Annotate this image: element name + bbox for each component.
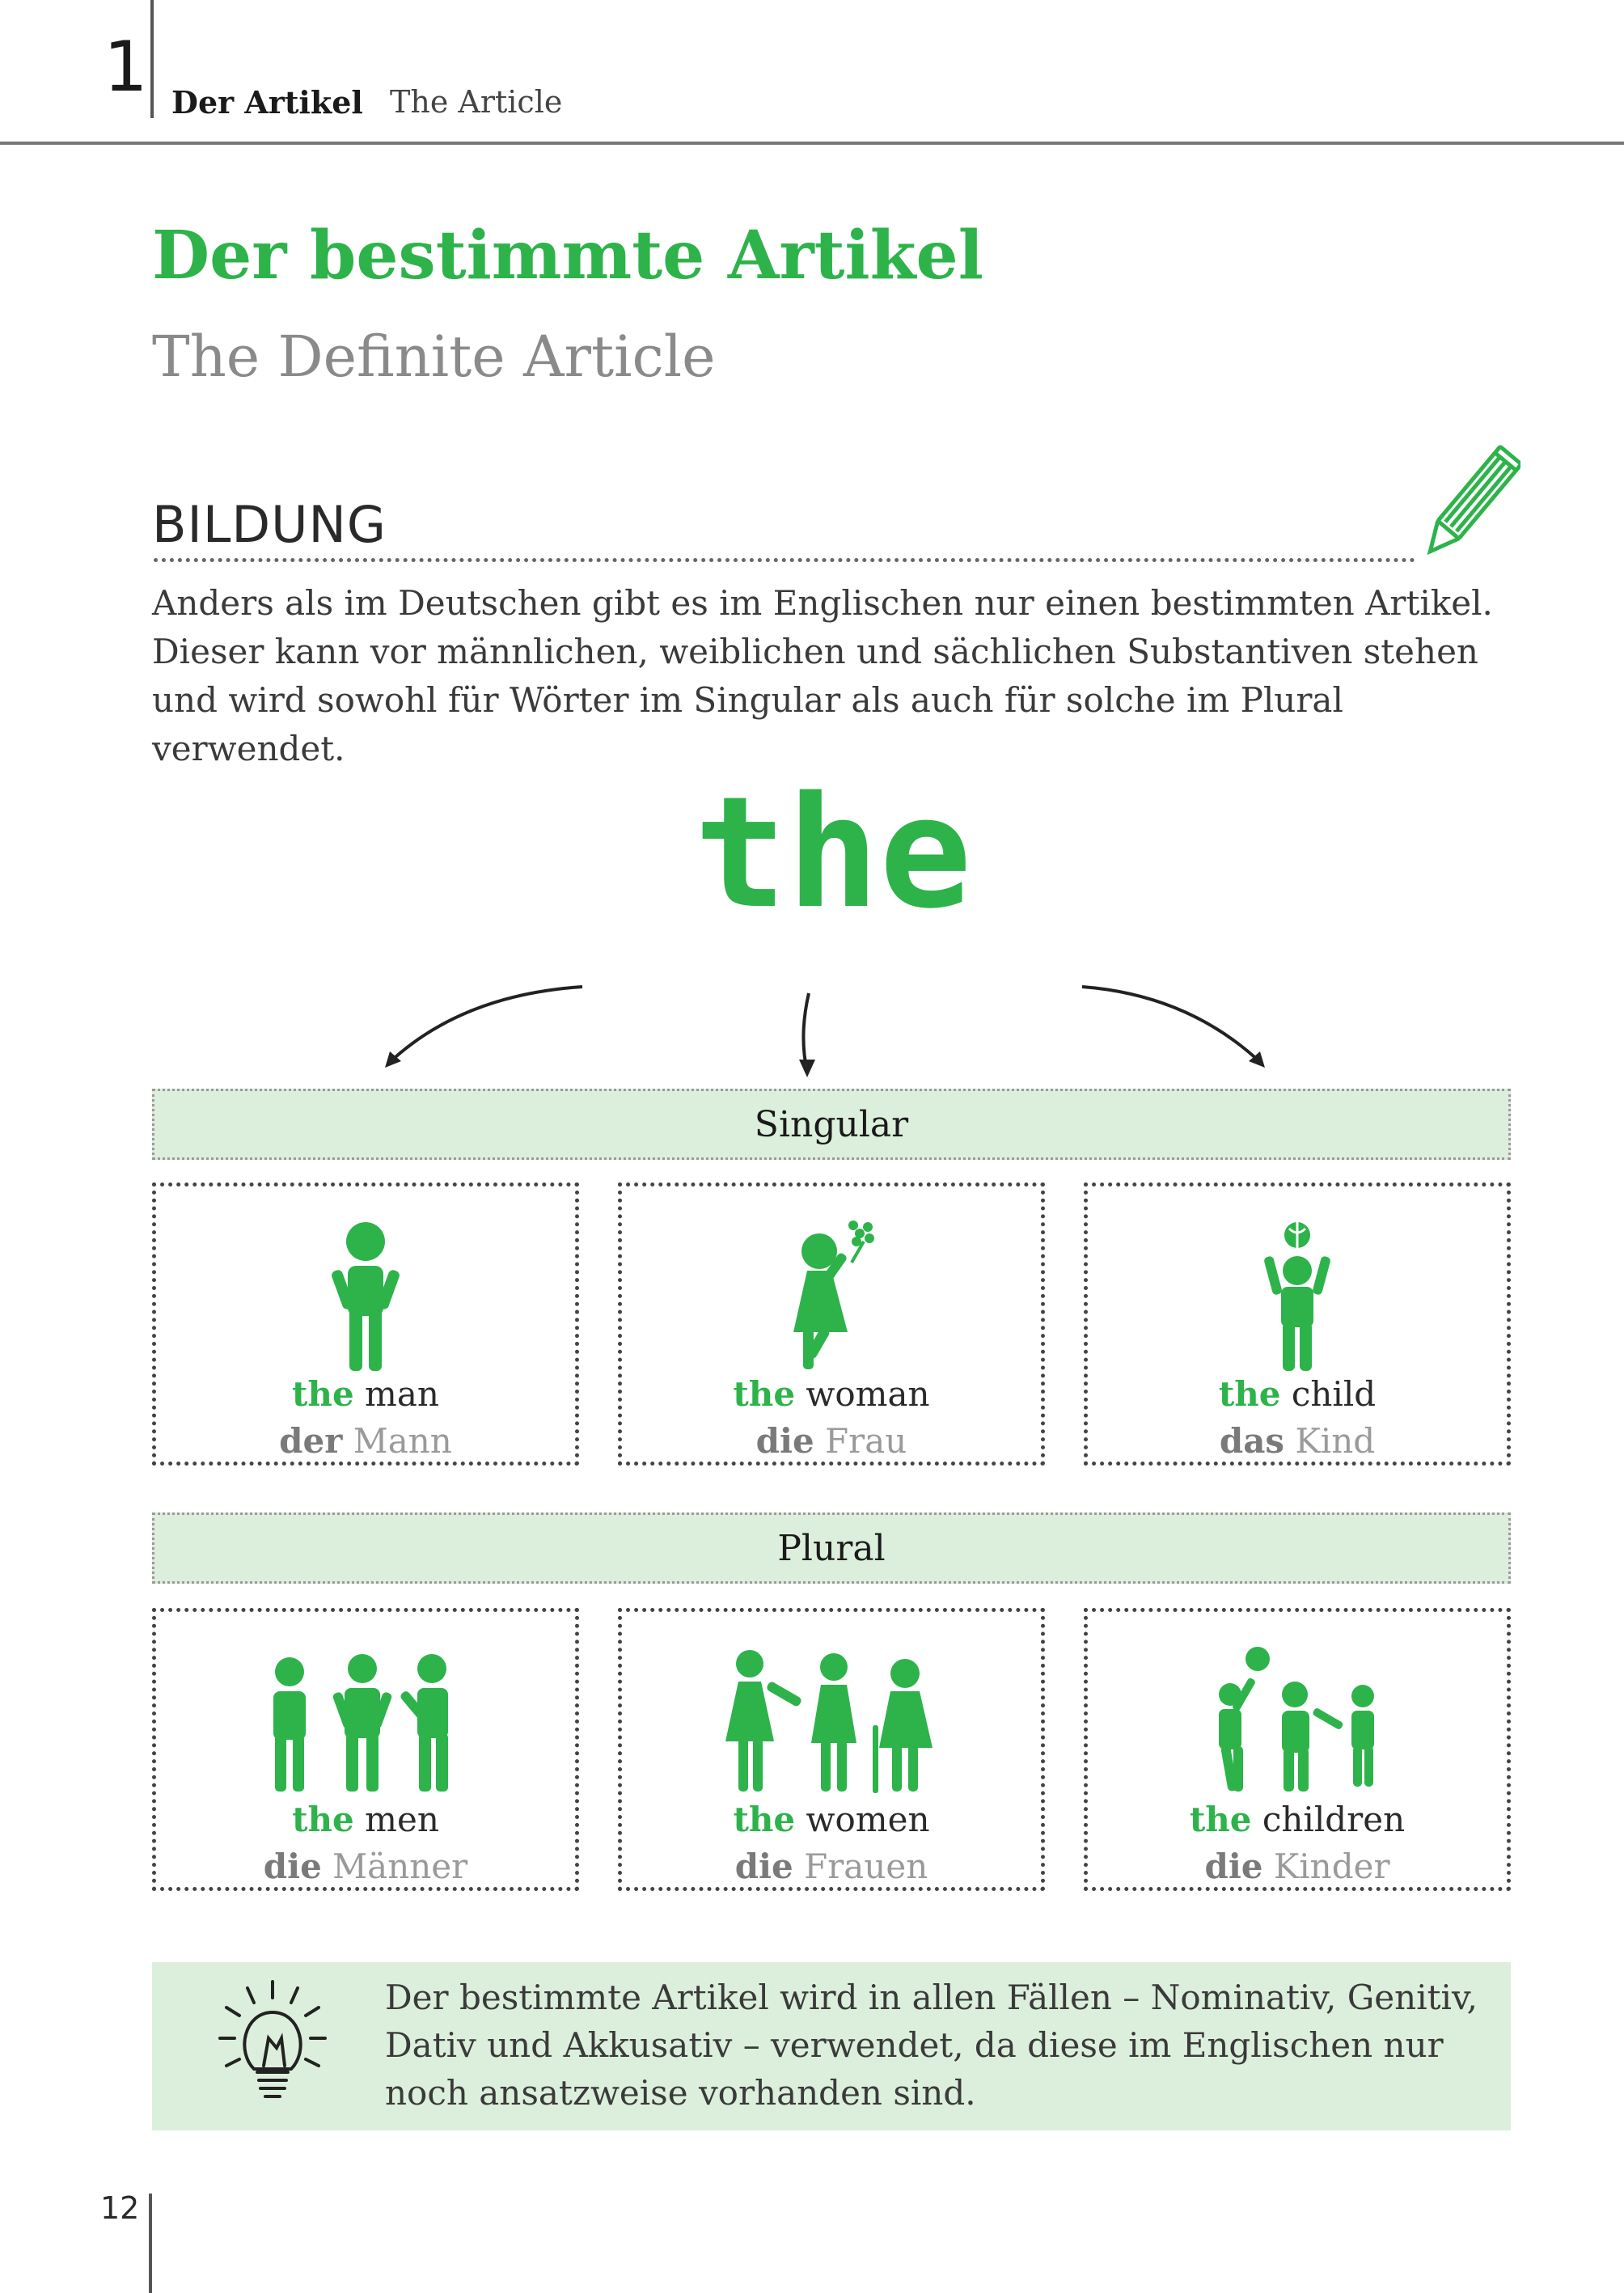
german-phrase: der Mann — [156, 1421, 575, 1461]
noun-de: Frauen — [793, 1847, 928, 1886]
english-phrase: the man — [156, 1374, 575, 1414]
german-phrase: das Kind — [1088, 1421, 1507, 1461]
noun-de: Männer — [321, 1847, 468, 1886]
pencil-icon — [1427, 445, 1520, 556]
children-icon — [1219, 1647, 1374, 1792]
german-phrase: die Frauen — [622, 1847, 1041, 1886]
english-phrase: the child — [1088, 1374, 1507, 1414]
header-rule — [0, 142, 1624, 145]
running-header-title: Der Artikel — [171, 84, 363, 121]
plural-label: Plural — [152, 1512, 1511, 1584]
noun-en: child — [1280, 1374, 1377, 1414]
noun-de: Frau — [814, 1421, 907, 1461]
chapter-divider — [150, 0, 154, 118]
card-the-children: the children die Kinder — [1084, 1608, 1511, 1891]
lightbulb-icon — [218, 1980, 327, 2098]
noun-en: man — [353, 1374, 439, 1414]
article-de: die — [263, 1847, 322, 1886]
noun-en: women — [795, 1800, 930, 1839]
section-heading: BILDUNG — [152, 495, 387, 554]
card-the-man: the man der Mann — [152, 1182, 579, 1466]
woman-icon — [793, 1221, 874, 1369]
english-phrase: the women — [622, 1800, 1041, 1839]
men-icon — [273, 1654, 448, 1792]
german-phrase: die Frau — [622, 1421, 1041, 1461]
card-the-women: the women die Frauen — [618, 1608, 1045, 1891]
section-dotted-rule — [154, 558, 1415, 562]
women-icon — [725, 1650, 933, 1793]
article-de: das — [1219, 1421, 1285, 1461]
noun-de: Kinder — [1262, 1847, 1390, 1886]
german-phrase: die Männer — [156, 1847, 575, 1886]
card-the-men: the men die Männer — [152, 1608, 579, 1891]
page-title: Der bestimmte Artikel — [152, 217, 983, 294]
article-de: die — [755, 1421, 814, 1461]
article-de: die — [734, 1847, 793, 1886]
tip-box — [152, 1962, 1511, 2130]
article-en: the — [1189, 1800, 1252, 1839]
english-phrase: the children — [1088, 1800, 1507, 1839]
english-phrase: the men — [156, 1800, 575, 1839]
german-phrase: die Kinder — [1088, 1847, 1507, 1886]
article-en: the — [292, 1374, 354, 1414]
article-en: the — [733, 1374, 796, 1414]
noun-en: men — [353, 1800, 439, 1839]
noun-en: woman — [795, 1374, 930, 1414]
article-en: the — [733, 1800, 796, 1839]
tip-text: Der bestimmte Artikel wird in allen Fäll… — [385, 1978, 1478, 2113]
article-de: der — [279, 1421, 343, 1461]
footer-divider — [149, 2194, 152, 2293]
article-word: the — [694, 764, 972, 942]
page-number: 12 — [100, 2190, 140, 2226]
page-subtitle: The Definite Article — [152, 324, 716, 390]
article-de: die — [1204, 1847, 1263, 1886]
singular-label: Singular — [152, 1089, 1511, 1160]
card-the-child: the child das Kind — [1084, 1182, 1511, 1466]
running-header-subtitle: The Article — [390, 84, 563, 120]
noun-de: Mann — [342, 1421, 452, 1461]
man-icon — [332, 1222, 400, 1371]
article-en: the — [1218, 1374, 1281, 1414]
noun-de: Kind — [1284, 1421, 1376, 1461]
card-the-woman: the woman die Frau — [618, 1182, 1045, 1466]
english-phrase: the woman — [622, 1374, 1041, 1414]
noun-en: children — [1251, 1800, 1406, 1839]
chapter-number: 1 — [104, 27, 148, 108]
branch-arrows — [385, 985, 1265, 1077]
article-en: the — [292, 1800, 354, 1839]
intro-paragraph: Anders als im Deutschen gibt es im Engli… — [152, 583, 1493, 768]
child-icon — [1264, 1222, 1330, 1371]
